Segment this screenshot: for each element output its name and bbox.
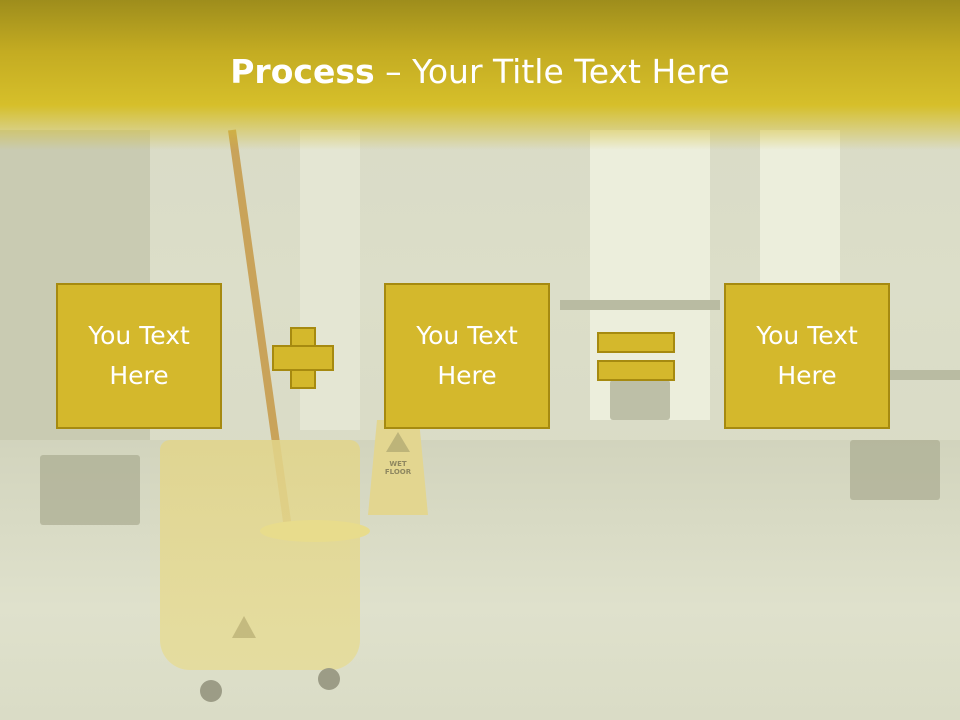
process-box-text: You Text Here — [756, 321, 858, 390]
chair — [850, 440, 940, 500]
process-box-text: You Text Here — [416, 321, 518, 390]
bucket-rim — [260, 520, 370, 542]
chair — [40, 455, 140, 525]
wheel — [318, 668, 340, 690]
plus-icon-center — [292, 347, 314, 369]
warning-icon — [386, 432, 410, 452]
sign-text: WET FLOOR — [384, 460, 412, 476]
chair — [610, 380, 670, 420]
title-band — [0, 0, 960, 150]
table — [880, 370, 960, 380]
slide-title[interactable]: Process – Your Title Text Here — [0, 52, 960, 91]
equals-icon-bottom — [597, 360, 675, 381]
mop-bucket — [160, 440, 360, 670]
title-bold: Process — [230, 52, 375, 91]
process-box-text: You Text Here — [88, 321, 190, 390]
process-box-2[interactable]: You Text Here — [384, 283, 550, 429]
wheel — [200, 680, 222, 702]
process-box-3[interactable]: You Text Here — [724, 283, 890, 429]
floor — [0, 440, 960, 720]
table — [560, 300, 720, 310]
title-rest: – Your Title Text Here — [374, 52, 730, 91]
equals-icon-top — [597, 332, 675, 353]
process-box-1[interactable]: You Text Here — [56, 283, 222, 429]
warning-icon — [232, 616, 256, 638]
